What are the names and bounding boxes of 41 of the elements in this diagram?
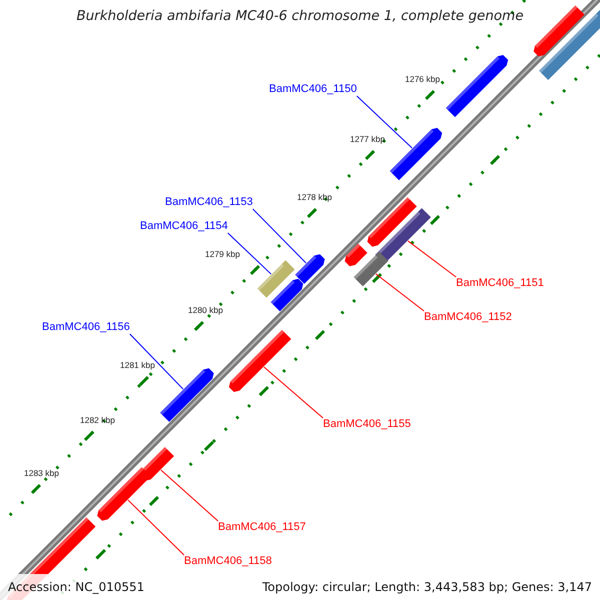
diagram-title: Burkholderia ambifaria MC40-6 chromosome 1, complete genome [75,8,525,24]
leader-line [263,366,324,418]
gene-feature [446,54,508,118]
leader-line [160,469,218,522]
gene-feature [344,244,368,266]
gene-block [354,252,388,286]
gene-feature [295,254,325,284]
leader-line [127,499,184,556]
gene-label: BamMC406_1155 [323,418,411,431]
leader-line [129,334,184,390]
gene-label: BamMC406_1157 [218,521,306,534]
gene-label: BamMC406_1151 [456,277,544,290]
leader-line [227,232,272,275]
gene-label: BamMC406_1158 [184,555,272,568]
scale-label: 1278 kbp [297,192,332,203]
gene-label: BamMC406_1154 [140,220,228,233]
scale-label: 1280 kbp [188,305,223,316]
scale-label: 1282 kbp [80,415,115,426]
gene-label: BamMC406_1156 [42,321,130,334]
gene-feature [367,197,417,247]
scale-label: 1283 kbp [24,468,59,479]
scale-label: 1279 kbp [205,249,240,260]
leader-line [375,273,424,312]
gene-feature [160,368,214,422]
gene-label: BamMC406_1150 [269,83,357,96]
gene-feature [228,330,292,392]
gene-label: BamMC406_1152 [424,311,512,324]
leader-line [356,96,413,149]
gene-feature [270,278,304,312]
accession-text: Accession: NC_010551 [8,580,144,594]
gene-block [257,260,295,298]
genome-summary: Topology: circular; Length: 3,443,583 bp; Genes: 3,147 [262,580,592,594]
gene-feature [390,128,442,180]
leader-line [407,240,456,278]
leader-line [252,208,307,264]
gene-label: BamMC406_1153 [165,196,253,209]
gene-feature [534,5,585,56]
scale-label: 1281 kbp [120,360,155,371]
scale-label: 1276 kbp [405,74,440,85]
gene-block [539,10,600,80]
scale-label: 1277 kbp [350,134,385,145]
